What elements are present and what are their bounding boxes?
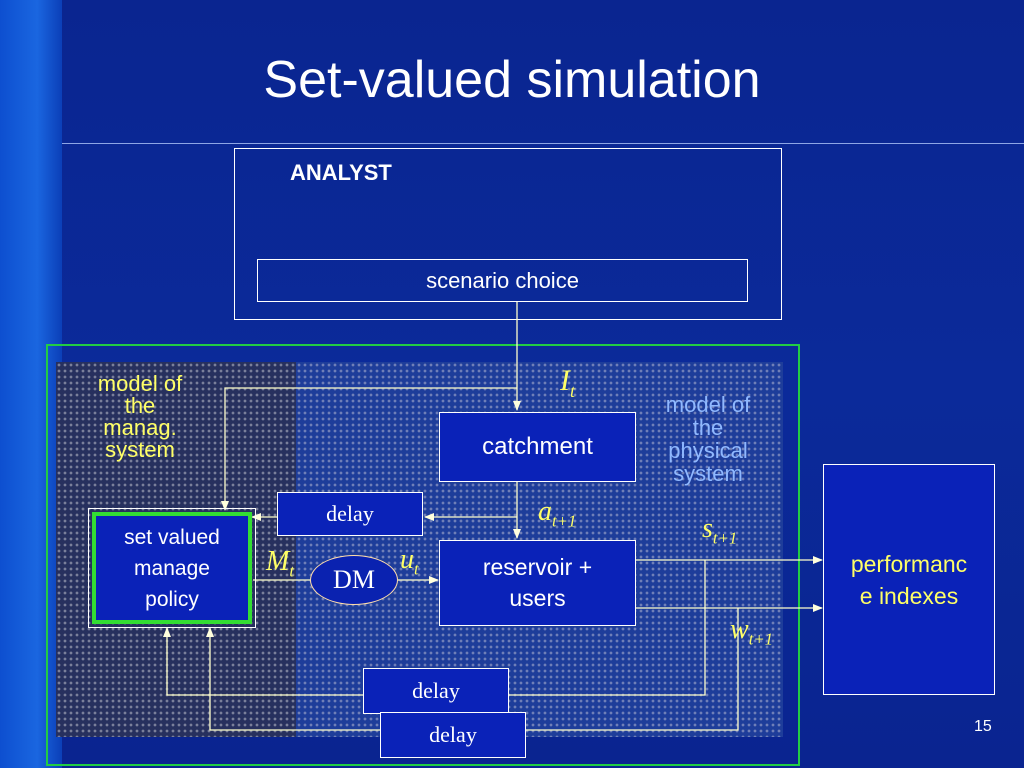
decision-maker-node: DM: [310, 555, 398, 605]
delay-block-top: delay: [277, 492, 423, 536]
management-label-line: model of: [97, 371, 183, 396]
policy-outer-border: [88, 508, 256, 628]
management-model-zone: [56, 362, 296, 737]
performance-block: performanc e indexes: [823, 464, 995, 695]
symbol-storage-s: st+1: [702, 513, 738, 548]
policy-label-line: manage: [134, 556, 210, 580]
wire-delay1-policy: [163, 627, 363, 696]
slide-title: Set-valued simulation: [263, 51, 761, 109]
scenario-choice-box: scenario choice: [257, 259, 748, 302]
simulation-frame: [46, 344, 800, 766]
symbol-M: Mt: [266, 546, 294, 581]
symbol-release-w: wt+1: [730, 614, 774, 649]
reservoir-label-line: reservoir +: [482, 554, 593, 580]
analyst-box: [234, 148, 782, 320]
physical-label-line: physical: [668, 438, 748, 463]
wire-scenario-policy: [221, 387, 517, 511]
performance-label-line: e indexes: [859, 582, 959, 609]
symbol-inflow-I: It: [560, 364, 576, 401]
catchment-block: catchment: [439, 412, 636, 482]
left-accent-stripe: [0, 0, 62, 768]
management-label-line: the: [124, 393, 156, 418]
title-divider: [62, 143, 1024, 144]
policy-block: set valued manage policy: [92, 512, 252, 624]
analyst-label: ANALYST: [290, 160, 392, 185]
wire-release-loop: [525, 608, 739, 731]
delay-block-bottom-1: delay: [363, 668, 509, 714]
reservoir-label-line: users: [509, 585, 566, 611]
physical-model-label: model of the physical system: [640, 390, 776, 488]
management-label-line: system: [105, 437, 175, 462]
physical-label-line: the: [692, 415, 724, 440]
policy-label-line: policy: [145, 587, 199, 611]
reservoir-block: reservoir + users: [439, 540, 636, 626]
page-number: 15: [974, 718, 992, 735]
wire-storage-loop: [508, 560, 706, 696]
delay-block-bottom-2: delay: [380, 712, 526, 758]
management-model-label: model of the manag. system: [70, 368, 210, 466]
physical-label-line: system: [673, 461, 743, 486]
symbol-a: at+1: [538, 496, 577, 531]
policy-label-line: set valued: [124, 525, 220, 549]
performance-label-line: performanc: [850, 550, 968, 577]
wire-delay2-policy: [206, 627, 380, 731]
symbol-u: ut: [400, 544, 419, 579]
management-label-line: manag.: [103, 415, 177, 440]
physical-label-line: model of: [665, 392, 751, 417]
